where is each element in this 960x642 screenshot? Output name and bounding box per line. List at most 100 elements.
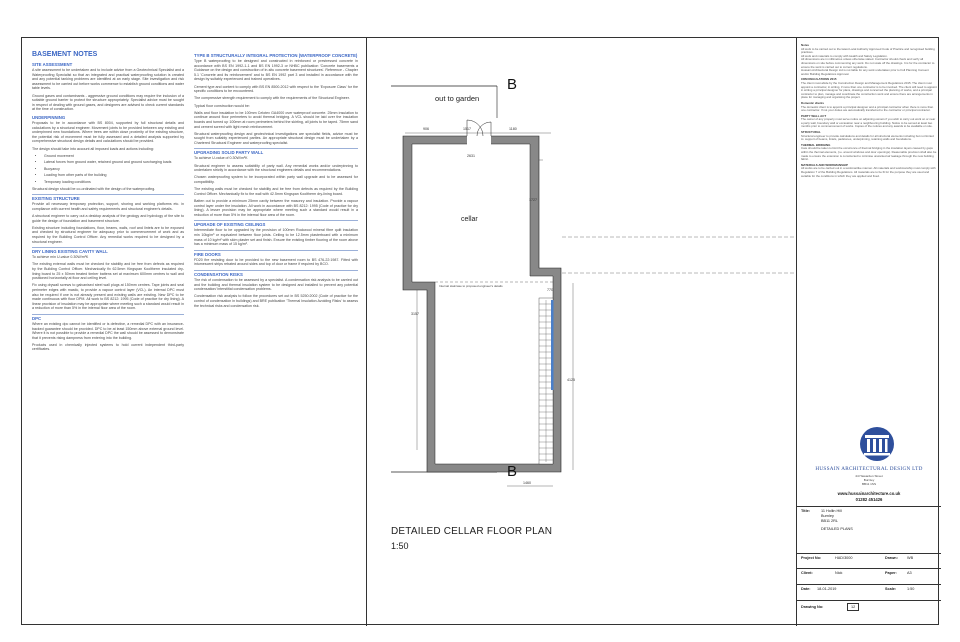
bullet-item: Temporary loading conditions — [44, 180, 184, 185]
section-heading: EXISTING STRUCTURE — [32, 194, 184, 202]
title-line: 11 Hollin Hill — [821, 509, 842, 513]
section-heading: SITE ASSESSMENT — [32, 62, 73, 67]
title-block-note-text: The owner of any property must serve not… — [801, 117, 936, 129]
paper-label: Paper: — [885, 571, 897, 575]
room-label-cellar: cellar — [461, 216, 478, 223]
title-row: Title: 11 Hollin Hill Burnley BB11 2RL D… — [797, 506, 941, 546]
note-paragraph: Cement type and content to comply with B… — [194, 84, 358, 94]
note-paragraph: Existing structure including foundations… — [32, 225, 184, 244]
notes-title: BASEMENT NOTES — [32, 51, 98, 58]
title-block-note-text: All works are to be carried out in a wor… — [801, 166, 936, 178]
stair-handrail — [551, 300, 554, 390]
project-no-value: HAD/3000 — [835, 556, 853, 560]
dimension-3157: 3157 — [411, 312, 419, 316]
bullet-item: Buoyancy — [44, 167, 184, 172]
note-paragraph: A site assessment to be undertaken and t… — [32, 68, 184, 91]
door-swing-2 — [476, 121, 492, 137]
note-paragraph: FD20 fire resisting door to be provided … — [194, 257, 358, 267]
note-paragraph: Ground gases and contaminants - aggressi… — [32, 93, 184, 112]
note-paragraph: Products used in chemically injected sys… — [32, 342, 184, 352]
note-paragraph: The compressive strength requirement to … — [194, 96, 350, 101]
note-paragraph: Structural design should be co-ordinated… — [32, 186, 156, 191]
dimension-1460: 1460 — [523, 481, 531, 485]
title-block-note-text: All dimensions are in millimetres unless… — [801, 57, 935, 69]
client-value: Nick — [835, 571, 843, 575]
section-mark-bottom: B — [507, 463, 518, 480]
note-paragraph: Condensation risk analysis to follow the… — [194, 294, 358, 308]
plan-scale: 1:50 — [391, 541, 409, 551]
out-to-garden-label: out to garden — [435, 94, 480, 103]
project-no-label: Project No: — [801, 556, 822, 560]
bullet-item: Loading from other parts of the building — [44, 173, 184, 178]
project-row: Project No: HAD/3000 Drawn: WB — [797, 553, 941, 565]
company-name: HUSSAIN ARCHITECTURAL DESIGN LTD — [815, 466, 923, 472]
title-block-note-text: Hussain Architectural Design Ltd is not … — [801, 68, 929, 76]
title-block-note-text: All work and materials to comply with He… — [801, 53, 888, 58]
section-mark-top: B — [507, 76, 518, 93]
date-label: Date: — [801, 587, 811, 591]
company-website: www.hussainarchitecture.co.uk — [837, 491, 901, 496]
address-line: BB11 1SS — [861, 482, 877, 486]
section-heading: UPGRADE OF EXISTING CEILINGS — [194, 220, 358, 228]
section-heading: FIRE DOORS — [194, 249, 358, 258]
date-row: Date: 18-01-2019 Scale: 1:50 — [797, 584, 941, 596]
note-paragraph: Provide all necessary temporary protecti… — [32, 202, 184, 211]
note-paragraph: To achieve min U-value 0.30W/m²K — [32, 255, 89, 260]
note-paragraph: Batten out to provide a minimum 25mm cav… — [194, 199, 358, 217]
note-paragraph: A structural engineer to carry out a des… — [32, 214, 184, 223]
floor-plan-area: B B out to garden cellar 906 1517 1180 2… — [366, 38, 797, 626]
note-paragraph: To achieve U-value of 0.30W/m²K — [194, 156, 248, 161]
title-block-note-heading: Notes — [801, 43, 810, 47]
note-paragraph: The existing external walls must be chec… — [32, 262, 184, 281]
section-heading: DPC — [32, 313, 184, 322]
title-block-note-heading: Domestic clients — [801, 100, 824, 105]
drawing-name: DETAILED PLANS — [821, 527, 853, 531]
drawn-label: Drawn: — [885, 556, 898, 560]
section-heading: TYPE B STRUCTURALLY INTEGRAL PROTECTION … — [194, 53, 358, 58]
internal-staircase-note: Internal staircase to proposed engineer'… — [439, 284, 503, 288]
note-paragraph: The existing walls must be checked for s… — [194, 187, 358, 196]
notes-column-2-body: TYPE B STRUCTURALLY INTEGRAL PROTECTION … — [194, 53, 358, 308]
note-paragraph: Type B waterproofing to be designed and … — [194, 59, 358, 82]
drawing-no-value: 12 — [847, 603, 860, 611]
paper-value: A3 — [907, 571, 912, 575]
door-swing — [466, 119, 484, 137]
bullet-list: Ground movementLateral forces from groun… — [44, 154, 184, 185]
client-row: Client: Nick Paper: A3 — [797, 568, 941, 580]
title-block-note-heading: MATERIALS AND WORKMANSHIP — [801, 162, 848, 167]
drawing-no-label: Drawing No: — [801, 605, 824, 609]
note-paragraph: Walls and floor insulation to be 100mm C… — [194, 110, 358, 129]
note-paragraph: The design should take into account all … — [32, 146, 154, 151]
title-block-note-text: Care should be taken to limit the occurr… — [801, 146, 937, 162]
note-paragraph: Fix using drywall screws to galvanised s… — [32, 283, 184, 311]
title-block-note-heading: STRUCTURAL — [801, 130, 821, 135]
section-heading: UPGRADING SOLID PARTY WALL — [194, 148, 358, 156]
address-line: Burnley — [863, 478, 875, 482]
scale-value: 1:50 — [907, 587, 915, 591]
title-block-note-heading: THERMAL BRIDGING — [801, 142, 831, 147]
dimension-906: 906 — [423, 127, 429, 131]
note-paragraph: Chosen waterproofing system to be incorp… — [194, 175, 358, 185]
cellar-floor-plan — [391, 85, 797, 487]
note-paragraph: Typical floor construction would be: — [194, 103, 250, 108]
company-address: 44 Hawarden Street Burnley BB11 1SS — [803, 474, 935, 486]
dimension-1727: 1727 — [529, 198, 537, 202]
door-opening — [467, 134, 491, 145]
company-phone: 01282 451426 — [855, 497, 883, 502]
title-block-note-text: The client must abide by the Constructio… — [801, 80, 937, 100]
note-paragraph: Structural waterproofing design and geot… — [194, 131, 358, 145]
section-heading: DRY LINING EXISTING CAVITY WALL — [32, 247, 184, 255]
plan-title: DETAILED CELLAR FLOOR PLAN — [391, 526, 553, 537]
scale-label: Scale: — [885, 587, 897, 591]
note-paragraph: Where an existing dpc cannot be identifi… — [32, 321, 184, 340]
title-block-note-heading: CDM REGULATIONS 2015 — [801, 77, 837, 82]
notes-column-2: TYPE B STRUCTURALLY INTEGRAL PROTECTION … — [194, 50, 358, 620]
title-block-note-text: All work to be carried out to the latest… — [801, 46, 935, 55]
dimension-770: 770 — [547, 288, 553, 292]
client-label: Client: — [801, 571, 813, 575]
address-line: 44 Hawarden Street — [855, 474, 883, 478]
